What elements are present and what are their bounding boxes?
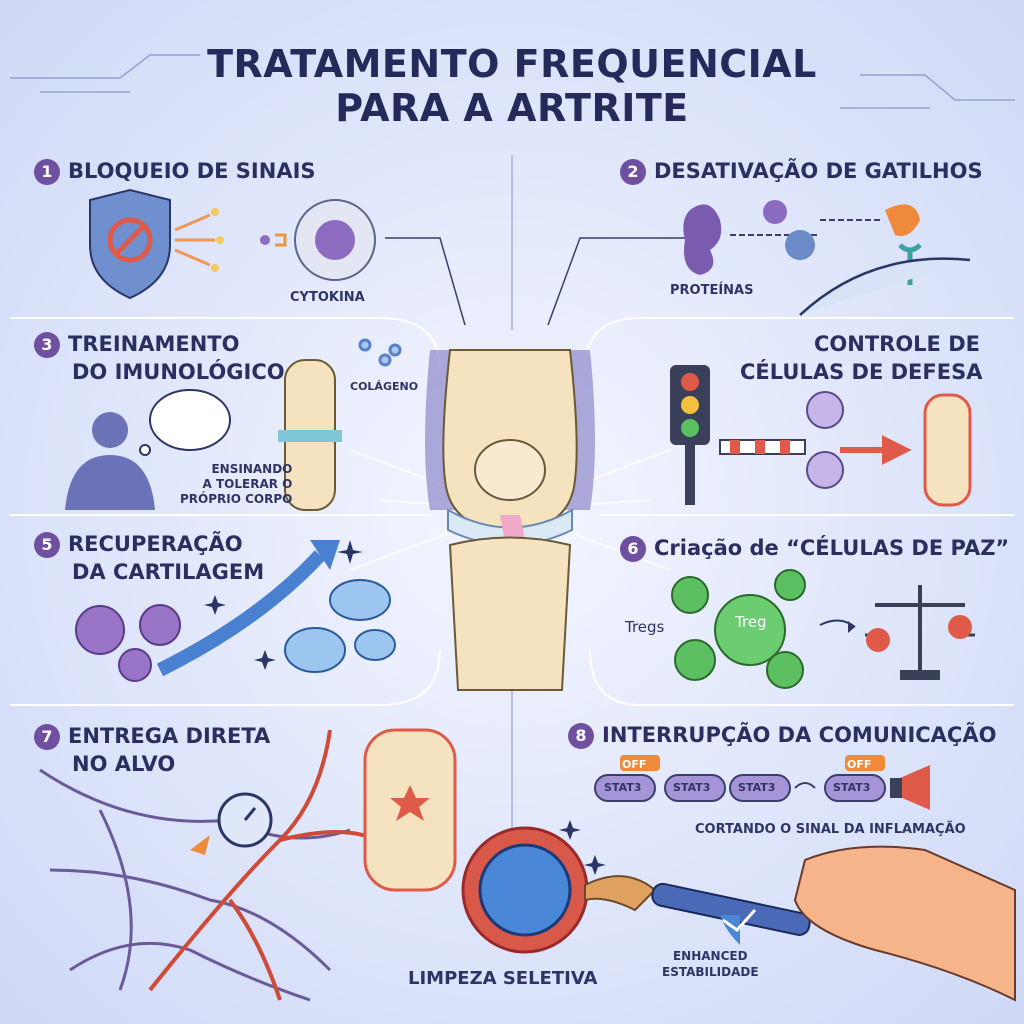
section-6-illustration	[671, 569, 975, 689]
treg-cell-label: Treg	[735, 613, 767, 631]
section-4-title: CONTROLE DE CÉLULAS DE DEFESA	[740, 332, 983, 384]
section-8-number: 8	[568, 723, 594, 749]
cleanup-illustration	[461, 820, 1016, 1002]
cutting-signal-text: CORTANDO O SINAL DA INFLAMAÇÃO	[695, 822, 966, 837]
off-badge-1: OFF	[622, 758, 647, 771]
section-5-number: 5	[34, 532, 60, 558]
cytokina-label: CYTOKINA	[290, 290, 365, 305]
tregs-label: Tregs	[625, 618, 665, 636]
section-3-number: 3	[34, 332, 60, 358]
off-badge-2: OFF	[847, 758, 872, 771]
tolerance-text: ENSINANDO A TOLERAR O PRÓPRIO CORPO	[180, 462, 293, 506]
section-8-illustration	[594, 755, 930, 810]
page-title: TRATAMENTO FREQUENCIAL PARA A ARTRITE	[0, 42, 1024, 130]
stat3-label-1: STAT3	[604, 781, 642, 794]
section-2-number: 2	[620, 159, 646, 185]
section-7-number: 7	[34, 724, 60, 750]
section-3-illustration	[65, 338, 402, 511]
section-7-illustration	[39, 728, 457, 1002]
knee-joint-illustration	[349, 349, 671, 691]
section-6-number: 6	[620, 536, 646, 562]
section-5-illustration	[75, 540, 396, 682]
stat3-label-3: STAT3	[738, 781, 776, 794]
colageno-label: COLÁGENO	[350, 380, 419, 393]
proteinas-label: PROTEÍNAS	[670, 283, 754, 298]
section-4-illustration	[670, 365, 972, 507]
enhanced-stability-label: ENHANCED ESTABILIDADE	[662, 949, 759, 979]
section-2-illustration	[683, 200, 971, 316]
title-line-1: TRATAMENTO FREQUENCIAL	[207, 42, 817, 86]
limpeza-seletiva-label: LIMPEZA SELETIVA	[408, 968, 598, 989]
section-1-illustration	[89, 188, 376, 300]
title-line-2: PARA A ARTRITE	[335, 86, 689, 130]
stat3-label-2: STAT3	[673, 781, 711, 794]
stat3-label-4: STAT3	[833, 781, 871, 794]
section-1-number: 1	[34, 159, 60, 185]
